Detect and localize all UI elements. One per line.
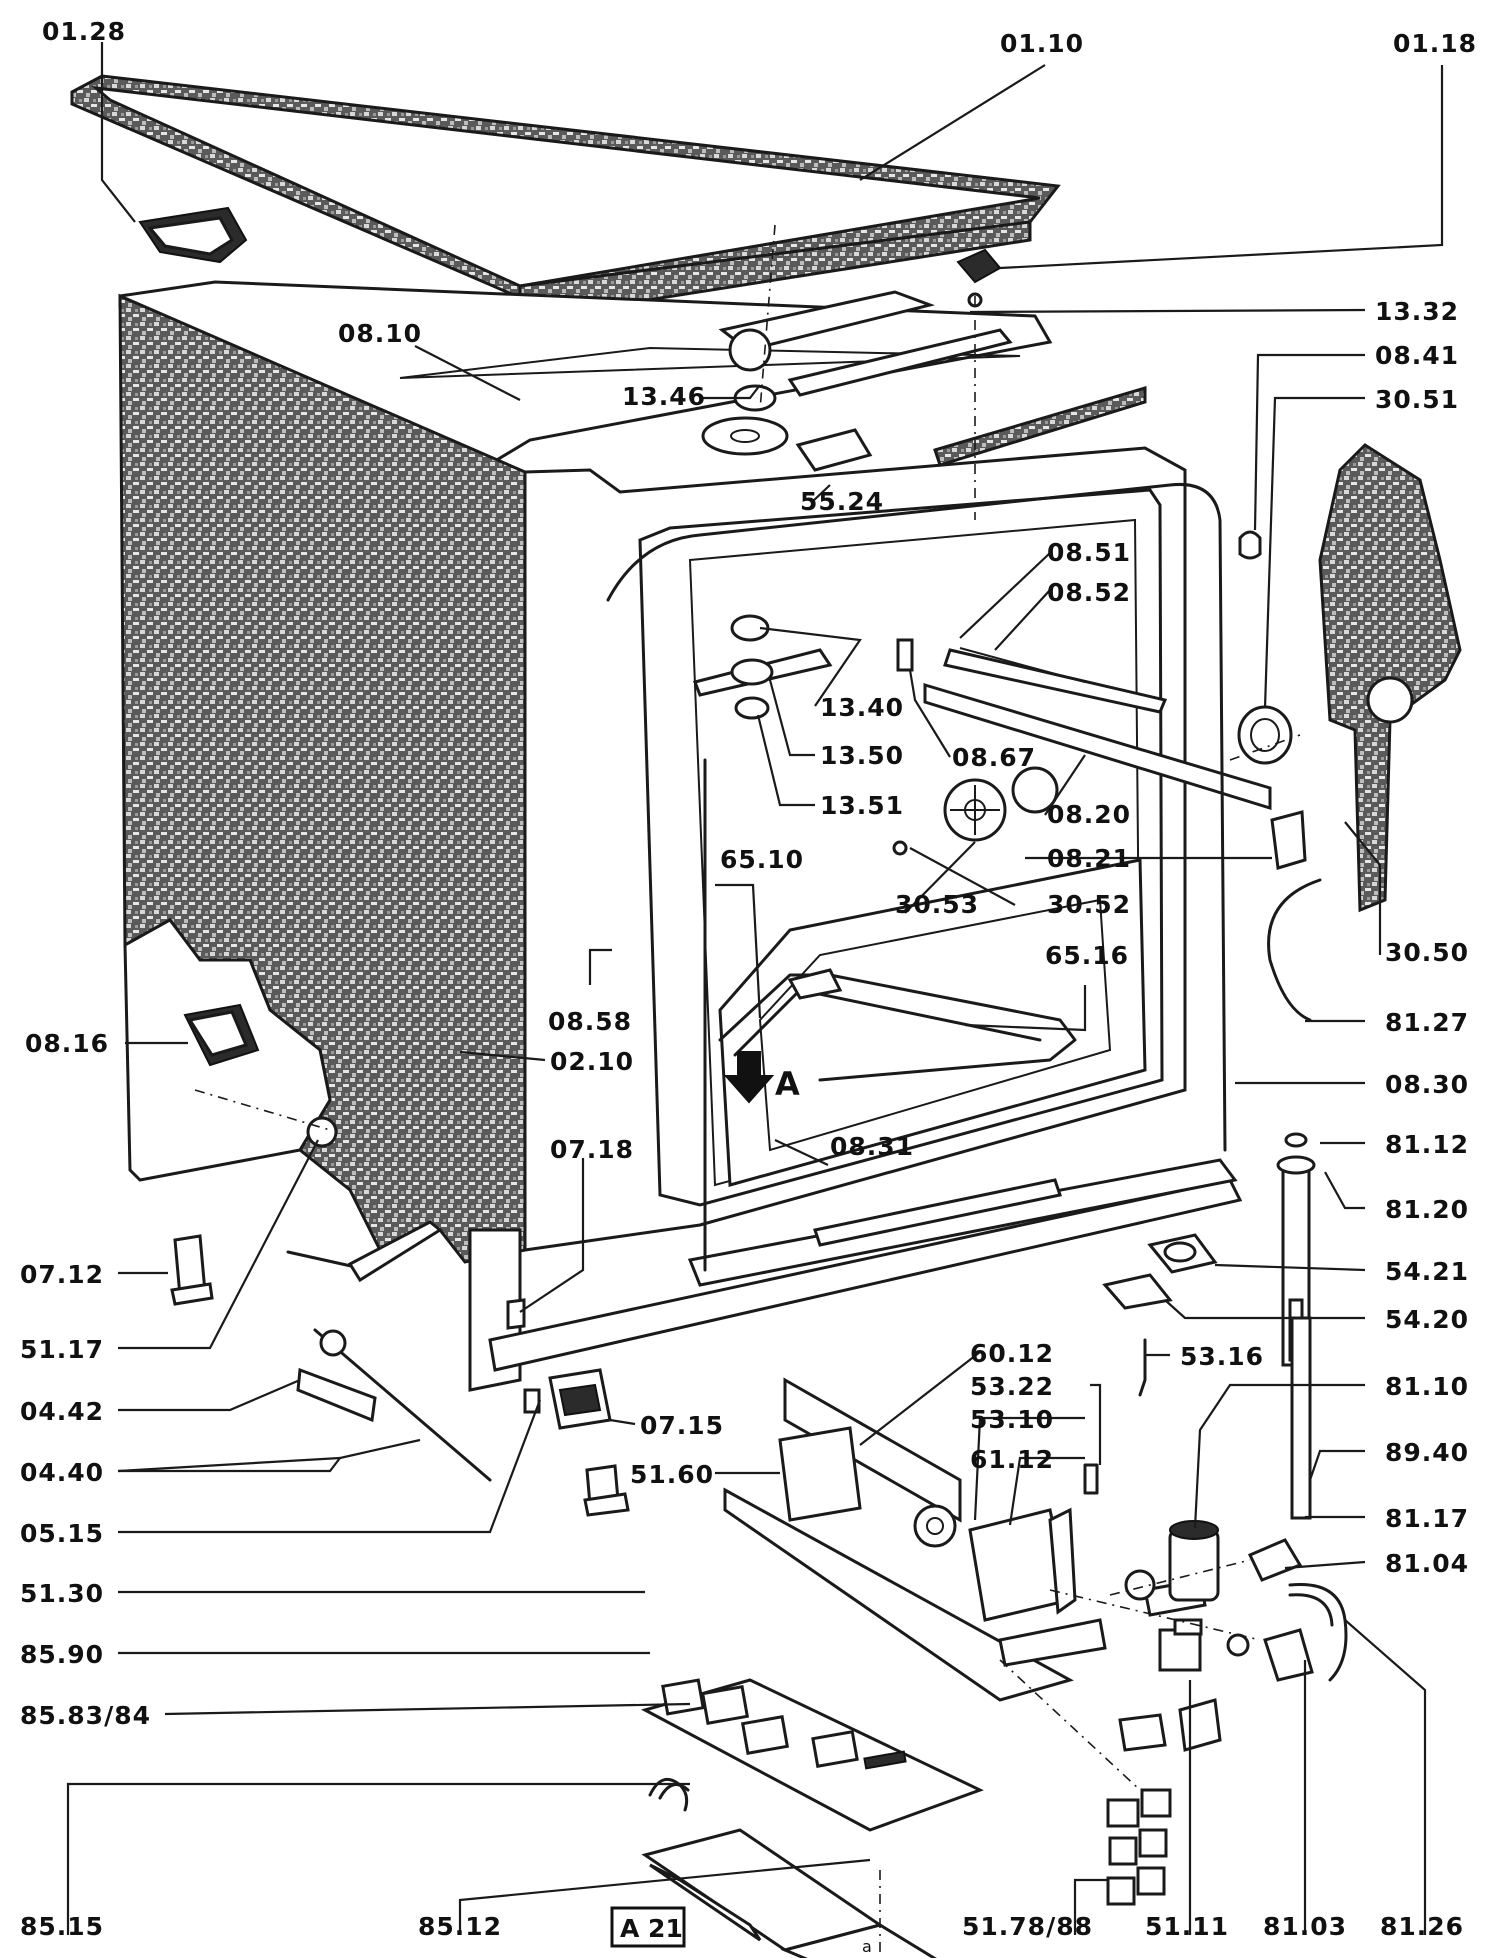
assembly-centerlines: [194, 224, 1301, 1958]
label-51-30: 51.30: [20, 1579, 104, 1608]
label-65-16: 65.16: [1045, 941, 1129, 970]
detergent-dispenser: [1237, 443, 1462, 1022]
spray-arm-assembly: [692, 614, 833, 720]
label-85-83-84: 85.83/84: [20, 1701, 151, 1730]
label-85-15: 85.15: [20, 1912, 104, 1941]
label-08-67: 08.67: [952, 743, 1036, 772]
label-07-15: 07.15: [640, 1411, 724, 1440]
heating-element: [718, 968, 1077, 1082]
label-30-50: 30.50: [1385, 938, 1469, 967]
label-01-10: 01.10: [1000, 29, 1084, 58]
label-55-24: 55.24: [800, 487, 884, 516]
lid-clip: [138, 206, 248, 264]
view-arrow: A: [723, 1051, 801, 1104]
label-81-20: 81.20: [1385, 1195, 1469, 1224]
label-51-17: 51.17: [20, 1335, 104, 1364]
label-85-12: 85.12: [418, 1912, 502, 1941]
label-13-51: 13.51: [820, 791, 904, 820]
label-02-10: 02.10: [550, 1047, 634, 1076]
label-54-21: 54.21: [1385, 1257, 1469, 1286]
control-cover: [641, 1828, 937, 1958]
label-81-17: 81.17: [1385, 1504, 1469, 1533]
electrical-box: [723, 1377, 1107, 1702]
label-08-52: 08.52: [1047, 578, 1131, 607]
label-08-16: 08.16: [25, 1029, 109, 1058]
base-plate-parts: [1102, 1233, 1218, 1310]
lid-screw: [956, 248, 1002, 308]
rail-assembly: [896, 638, 1307, 870]
figure-badge: A 21: [610, 1906, 686, 1948]
door-seal: [606, 482, 1227, 1272]
label-01-28: 01.28: [42, 17, 126, 46]
label-08-31: 08.31: [830, 1132, 914, 1161]
left-hardware: [170, 1003, 630, 1517]
plug-connectors: [1106, 1788, 1172, 1906]
label-51-60: 51.60: [630, 1460, 714, 1489]
label-08-51: 08.51: [1047, 538, 1131, 567]
label-08-20: 08.20: [1047, 800, 1131, 829]
label-53-22: 53.22: [970, 1372, 1054, 1401]
label-30-52: 30.52: [1047, 890, 1131, 919]
label-54-20: 54.20: [1385, 1305, 1469, 1334]
label-13-32: 13.32: [1375, 297, 1459, 326]
upper-spray-feed: [718, 290, 1147, 467]
label-04-42: 04.42: [20, 1397, 104, 1426]
label-53-10: 53.10: [970, 1405, 1054, 1434]
label-13-46: 13.46: [622, 382, 706, 411]
circuit-board: [641, 1678, 984, 1832]
label-08-58: 08.58: [548, 1007, 632, 1036]
label-04-40: 04.40: [20, 1458, 104, 1487]
label-81-12: 81.12: [1385, 1130, 1469, 1159]
label-08-21: 08.21: [1047, 844, 1131, 873]
label-07-18: 07.18: [550, 1135, 634, 1164]
cabinet-body: [118, 280, 1243, 1392]
label-81-27: 81.27: [1385, 1008, 1469, 1037]
label-85-90: 85.90: [20, 1640, 104, 1669]
label-13-50: 13.50: [820, 741, 904, 770]
dispenser-cap: [892, 766, 1059, 856]
bottom-marker: a: [862, 1937, 873, 1956]
label-30-51: 30.51: [1375, 385, 1459, 414]
figure-id: A 21: [620, 1914, 683, 1943]
label-89-40: 89.40: [1385, 1438, 1469, 1467]
label-08-41: 08.41: [1375, 341, 1459, 370]
label-81-26: 81.26: [1380, 1912, 1464, 1941]
label-01-18: 01.18: [1393, 29, 1477, 58]
view-marker-label: A: [775, 1065, 801, 1103]
part-labels: 01.28 01.10 01.18 13.32 08.41 30.51 08.1…: [20, 17, 1477, 1941]
label-81-03: 81.03: [1263, 1912, 1347, 1941]
label-08-30: 08.30: [1385, 1070, 1469, 1099]
label-81-04: 81.04: [1385, 1549, 1469, 1578]
label-05-15: 05.15: [20, 1519, 104, 1548]
label-65-10: 65.10: [720, 845, 804, 874]
label-51-78-88: 51.78/88: [962, 1912, 1093, 1941]
label-60-12: 60.12: [970, 1339, 1054, 1368]
label-08-10: 08.10: [338, 319, 422, 348]
label-81-10: 81.10: [1385, 1372, 1469, 1401]
label-61-12: 61.12: [970, 1445, 1054, 1474]
label-51-11: 51.11: [1145, 1912, 1229, 1941]
base-channel: [813, 1178, 1062, 1247]
label-07-12: 07.12: [20, 1260, 104, 1289]
water-inlet-assembly: [1118, 1132, 1348, 1752]
worktop-lid: [70, 74, 1061, 322]
label-53-16: 53.16: [1180, 1342, 1264, 1371]
leader-lines: [66, 42, 1444, 1935]
label-30-53: 30.53: [895, 890, 979, 919]
label-13-40: 13.40: [820, 693, 904, 722]
